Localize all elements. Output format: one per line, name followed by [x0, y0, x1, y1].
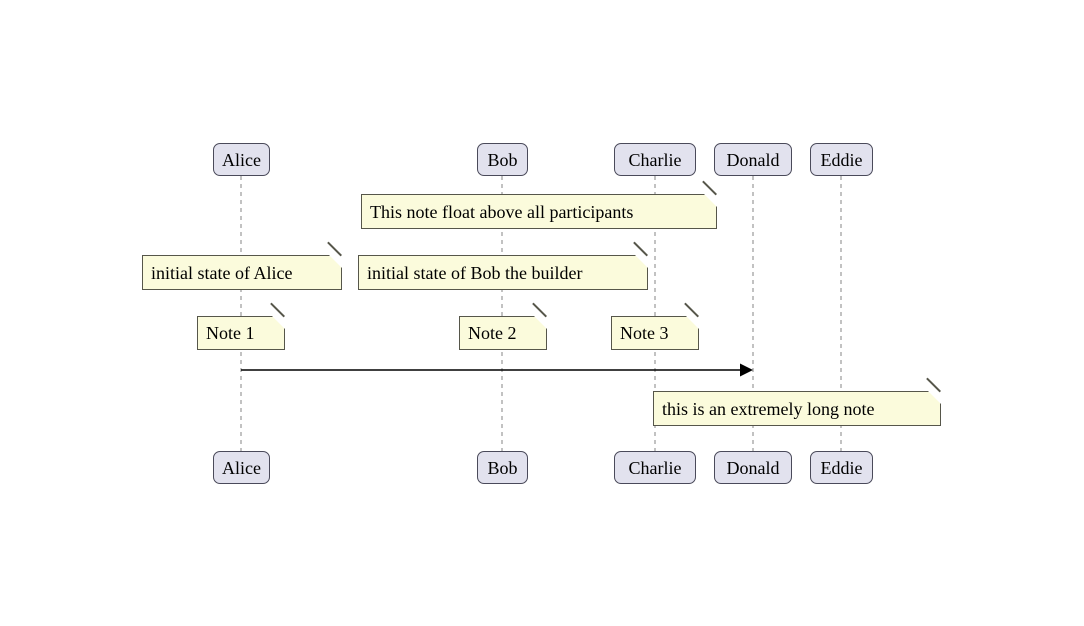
note-text: Note 3: [620, 323, 669, 343]
note-text: initial state of Bob the builder: [367, 262, 583, 283]
note-fold-corner-icon: [329, 254, 343, 268]
participant-label: Bob: [487, 457, 518, 478]
participant-top-charlie[interactable]: Charlie: [614, 143, 696, 176]
participant-bottom-alice[interactable]: Alice: [213, 451, 270, 484]
participant-bottom-eddie[interactable]: Eddie: [810, 451, 873, 484]
note-text: Note 1: [206, 323, 255, 343]
participant-bottom-bob[interactable]: Bob: [477, 451, 528, 484]
messages-group: [241, 363, 753, 377]
participant-bottom-charlie[interactable]: Charlie: [614, 451, 696, 484]
participant-label: Alice: [222, 457, 261, 478]
note-2[interactable]: Note 2: [459, 302, 548, 350]
note-fold-corner-icon: [928, 390, 942, 404]
note-text: initial state of Alice: [151, 262, 293, 283]
participant-label: Eddie: [820, 457, 863, 478]
note-fold-corner-icon: [272, 315, 286, 329]
participant-top-alice[interactable]: Alice: [213, 143, 270, 176]
participant-label: Charlie: [628, 149, 682, 170]
participant-bottom-donald[interactable]: Donald: [714, 451, 792, 484]
participant-top-eddie[interactable]: Eddie: [810, 143, 873, 176]
note-3[interactable]: Note 3: [611, 302, 700, 350]
note-fold-corner-icon: [534, 315, 548, 329]
lifelines-group: [240, 176, 842, 451]
note-float-above[interactable]: This note float above all participants: [361, 180, 718, 229]
participant-top-bob[interactable]: Bob: [477, 143, 528, 176]
note-text: Note 2: [468, 323, 517, 343]
note-text: this is an extremely long note: [662, 398, 875, 419]
participant-top-donald[interactable]: Donald: [714, 143, 792, 176]
participant-label: Eddie: [820, 149, 863, 170]
participant-label: Charlie: [628, 457, 682, 478]
note-fold-corner-icon: [635, 254, 649, 268]
note-initial-bob[interactable]: initial state of Bob the builder: [358, 241, 649, 290]
participant-label: Alice: [222, 149, 261, 170]
participant-label: Donald: [726, 457, 780, 478]
note-fold-corner-icon: [704, 193, 718, 207]
note-initial-alice[interactable]: initial state of Alice: [142, 241, 343, 290]
note-1[interactable]: Note 1: [197, 302, 286, 350]
participant-label: Donald: [726, 149, 780, 170]
message-alice-donald-arrowhead: [740, 363, 753, 377]
note-fold-corner-icon: [686, 315, 700, 329]
note-text: This note float above all participants: [370, 201, 634, 222]
note-extremely-long[interactable]: this is an extremely long note: [653, 377, 942, 426]
participant-label: Bob: [487, 149, 518, 170]
